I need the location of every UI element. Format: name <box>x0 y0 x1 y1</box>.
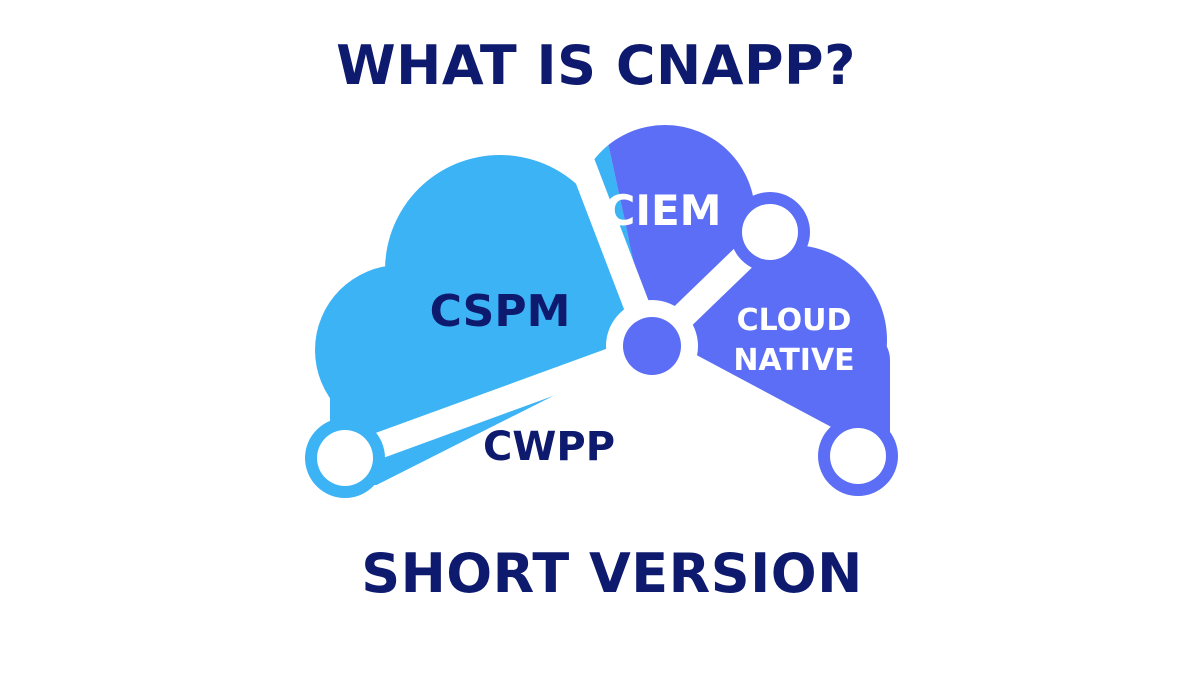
segment-label-cspm: CSPM <box>430 286 571 337</box>
node-lower-left <box>305 418 385 498</box>
node-lower-right <box>818 416 898 496</box>
page-subtitle: SHORT VERSION <box>361 542 863 605</box>
bottom-notch <box>624 456 692 524</box>
segment-label-cloud: CLOUD <box>737 303 852 338</box>
segment-label-ciem: CIEM <box>605 186 722 235</box>
segment-label-native: NATIVE <box>733 343 854 378</box>
hub-node <box>623 317 681 375</box>
node-upper-right <box>730 192 810 272</box>
segment-label-cwpp: CWPP <box>483 424 615 470</box>
spoke-lower-left <box>340 333 657 471</box>
page-title: WHAT IS CNAPP? <box>336 34 856 97</box>
